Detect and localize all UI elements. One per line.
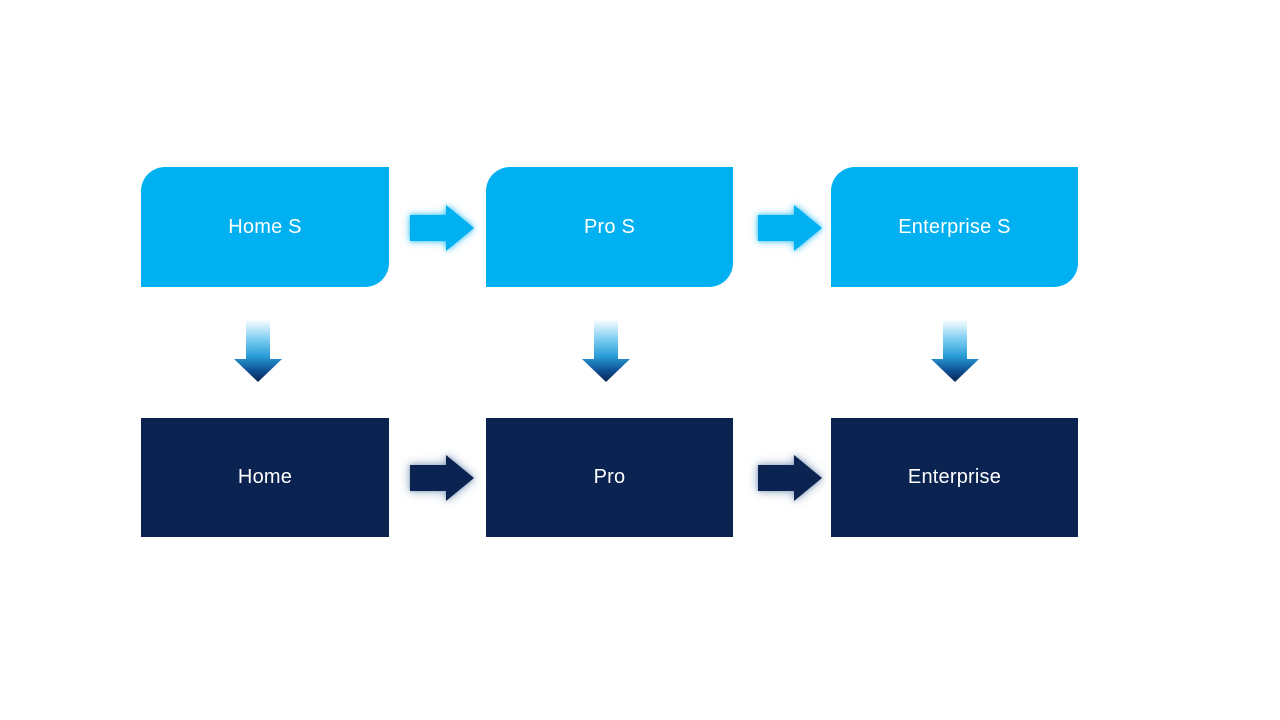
down-arrow-icon [582,319,630,382]
right-arrow-icon [410,205,474,251]
box-label: Enterprise [907,466,1002,488]
box-label: Home S [228,215,302,238]
box-label: Home [237,466,293,488]
right-arrow-icon [410,455,474,501]
box-label: Pro S [583,215,636,238]
bottom-box-1: Home [141,418,389,537]
box-label: Enterprise S [898,215,1011,238]
box-label: Pro [593,466,626,488]
bottom-box-2: Pro [486,418,733,537]
bottom-box-3: Enterprise [831,418,1078,537]
right-arrow-icon [758,205,822,251]
top-box-2: Pro S [486,167,733,287]
top-box-1: Home S [141,167,389,287]
down-arrow-icon [931,319,979,382]
top-box-3: Enterprise S [831,167,1078,287]
down-arrow-icon [234,319,282,382]
right-arrow-icon [758,455,822,501]
